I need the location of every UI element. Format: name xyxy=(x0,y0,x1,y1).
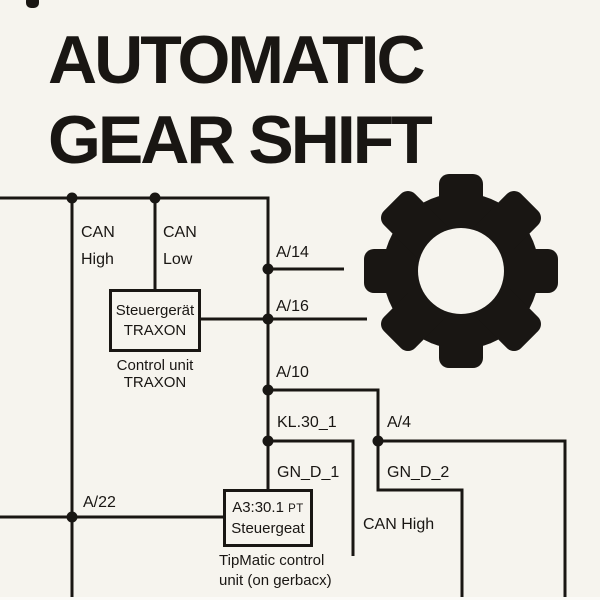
caption-line: Control unit xyxy=(116,357,194,374)
tipmatic-box-line-2: Steuergeat xyxy=(231,519,305,537)
gear-icon xyxy=(364,174,558,368)
wire-label-a22: A/22 xyxy=(83,494,116,511)
caption-line: TipMatic control xyxy=(219,552,325,569)
tipmatic-box xyxy=(223,489,313,547)
tipmatic-box-suffix: PT xyxy=(288,502,304,515)
label-line: Low xyxy=(163,251,193,268)
traxon-caption: Control unit TRAXON xyxy=(100,357,210,391)
page-title: AUTOMATIC GEAR SHIFT xyxy=(48,20,433,180)
wire-kl30-1-line xyxy=(268,439,355,556)
tipmatic-caption: TipMatic control unit (on gerbacx) xyxy=(219,551,332,591)
junction-dot xyxy=(262,313,274,325)
tipmatic-box-line-1: A3:30.1 PT xyxy=(232,498,304,519)
title-line-2: GEAR SHIFT xyxy=(48,102,433,178)
wire-label-a16: A/16 xyxy=(276,298,309,315)
junction-dot xyxy=(372,435,384,447)
wire-label-gn-d-1: GN_D_1 xyxy=(277,464,340,481)
image-bottom-edge xyxy=(0,597,600,600)
traxon-box-line-2: TRAXON xyxy=(123,321,187,339)
cropped-edge-mark xyxy=(26,0,39,8)
wire-label-kl30-1: KL.30_1 xyxy=(277,414,337,431)
junction-dot xyxy=(262,263,274,275)
caption-line: unit (on gerbacx) xyxy=(219,572,332,589)
junction-dot xyxy=(262,384,274,396)
traxon-box xyxy=(109,289,201,352)
tipmatic-box-id: A3:30.1 xyxy=(232,498,284,516)
tipmatic-box-text: A3:30.1 PT Steuergeat xyxy=(224,490,312,546)
wire-a4-line xyxy=(378,439,567,600)
title-line-1: AUTOMATIC xyxy=(48,22,426,98)
wire-label-a4: A/4 xyxy=(387,414,412,431)
wire-a10-line xyxy=(268,388,380,441)
label-line: CAN xyxy=(81,224,115,241)
wire-label-can-low: CAN Low xyxy=(163,219,197,273)
wire-label-gn-d-2: GN_D_2 xyxy=(387,464,450,481)
traxon-box-line-1: Steuergerät xyxy=(115,301,195,319)
wire-label-can-high-bottom: CAN High xyxy=(363,516,435,533)
wire-label-a14: A/14 xyxy=(276,244,309,261)
caption-line: TRAXON xyxy=(123,373,187,391)
junction-dot xyxy=(66,511,78,523)
wire-label-a10: A/10 xyxy=(276,364,309,381)
junction-dot xyxy=(149,192,161,204)
junction-dot xyxy=(262,435,274,447)
wire-gn-d-2-line xyxy=(376,441,464,600)
wire-label-can-high-top: CAN High xyxy=(81,219,115,273)
junction-dot xyxy=(66,192,78,204)
label-line: High xyxy=(81,251,114,268)
traxon-box-text: Steuergerät TRAXON xyxy=(110,290,200,351)
label-line: CAN xyxy=(163,224,197,241)
